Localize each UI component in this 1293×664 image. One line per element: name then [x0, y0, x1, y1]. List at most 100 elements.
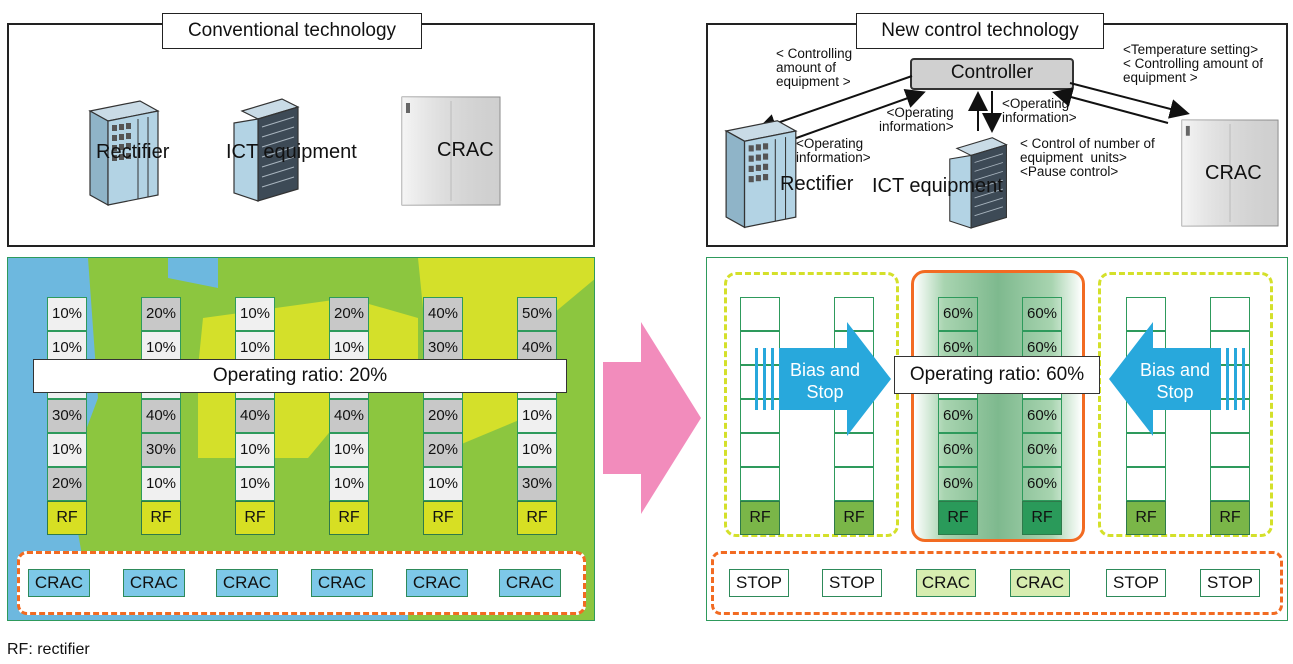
new-control-crac-row: [711, 551, 1283, 615]
rack-cell: 10%: [423, 467, 463, 501]
rack-cell: 10%: [47, 433, 87, 467]
rectifier-label: Rectifier: [96, 141, 170, 163]
rack-cell: 40%: [141, 399, 181, 433]
rack-cell: 40%: [329, 399, 369, 433]
crac-unit: CRAC: [1010, 569, 1070, 597]
controller-label: Controller: [950, 62, 1034, 83]
crac-unit: CRAC: [311, 569, 373, 597]
rack-cell: 40%: [423, 297, 463, 331]
bias-arrow-right-icon: [1109, 322, 1245, 436]
crac-stopped: STOP: [1106, 569, 1166, 597]
rack-cell: [1210, 297, 1250, 331]
active-zone-highlight: [911, 270, 1085, 542]
conventional-title: Conventional technology: [162, 13, 422, 49]
conventional-crac-row: [17, 551, 586, 615]
rack-cell: [1126, 297, 1166, 331]
crac-label: CRAC: [437, 139, 494, 161]
rack-cell: [834, 467, 874, 501]
ict-equipment-icon-right: [949, 137, 1008, 229]
rack-cell: 20%: [47, 467, 87, 501]
conventional-operating-ratio: Operating ratio: 20%: [33, 359, 567, 393]
crac-stopped: STOP: [1200, 569, 1260, 597]
annotation-operating-info-mid-left: <Operating information>: [879, 105, 954, 134]
crac-unit: CRAC: [499, 569, 561, 597]
crac-unit: CRAC: [123, 569, 185, 597]
rack-cell: 60%: [938, 467, 978, 501]
rack-cell: 50%: [517, 297, 557, 331]
rack-cell: 30%: [517, 467, 557, 501]
rack-cell: [1210, 467, 1250, 501]
rectifier-cell: RF: [834, 501, 874, 535]
rectifier-cell: RF: [517, 501, 557, 535]
annotation-controlling-amount-left: < Controlling amount of equipment >: [776, 46, 853, 89]
rack-cell: [1126, 433, 1166, 467]
new-control-operating-ratio: Operating ratio: 60%: [894, 356, 1100, 394]
rectifier-cell: RF: [938, 501, 978, 535]
rectifier-cell: RF: [47, 501, 87, 535]
rack-cell: 60%: [1022, 467, 1062, 501]
bias-left-label: Bias and Stop: [789, 360, 861, 402]
rack-cell: 60%: [1022, 297, 1062, 331]
crac-unit: CRAC: [916, 569, 976, 597]
crac-unit: CRAC: [28, 569, 90, 597]
rectifier-cell: RF: [740, 501, 780, 535]
rack-cell: 60%: [938, 297, 978, 331]
footnote: RF: rectifier: [7, 641, 90, 658]
ict-equipment-label: ICT equipment: [226, 141, 357, 163]
rectifier-icon: [88, 100, 160, 207]
rack-cell: 20%: [423, 399, 463, 433]
crac-label-right: CRAC: [1205, 162, 1262, 184]
rack-cell: [740, 433, 780, 467]
rack-cell: 60%: [938, 399, 978, 433]
annotation-operating-info-rectifier: <Operating information>: [796, 136, 871, 165]
control-arrows: [756, 75, 1190, 142]
rack-cell: 30%: [47, 399, 87, 433]
rack-cell: 10%: [235, 467, 275, 501]
rack-cell: [834, 433, 874, 467]
crac-stopped: STOP: [729, 569, 789, 597]
right-group-dashed: [1098, 272, 1273, 537]
annotation-temperature-setting: <Temperature setting> < Controlling amou…: [1123, 42, 1263, 85]
rectifier-icon-right: [724, 120, 798, 229]
rack-cell: 10%: [329, 467, 369, 501]
rack-cell: 10%: [329, 433, 369, 467]
rack-cell: 20%: [329, 297, 369, 331]
rectifier-cell: RF: [235, 501, 275, 535]
controller-box: Controller: [910, 58, 1074, 90]
annotation-control-units: < Control of number of equipment units> …: [1020, 136, 1155, 179]
crac-icon-right: [1181, 119, 1279, 227]
rack-cell: 10%: [141, 467, 181, 501]
rectifier-cell: RF: [1022, 501, 1062, 535]
transition-arrow-icon: [603, 322, 701, 514]
left-group-dashed: [724, 272, 899, 537]
rack-cell: 20%: [423, 433, 463, 467]
rack-cell: 20%: [141, 297, 181, 331]
rack-cell: 30%: [141, 433, 181, 467]
rack-cell: 60%: [1022, 433, 1062, 467]
rack-cell: 60%: [938, 433, 978, 467]
rack-cell: 10%: [235, 297, 275, 331]
rack-cell: [1126, 467, 1166, 501]
bias-right-label: Bias and Stop: [1139, 360, 1211, 402]
crac-stopped: STOP: [822, 569, 882, 597]
crac-icon: [401, 96, 501, 206]
rack-cell: 40%: [235, 399, 275, 433]
new-control-title: New control technology: [856, 13, 1104, 49]
rack-cell: [740, 297, 780, 331]
rectifier-cell: RF: [423, 501, 463, 535]
rack-cell: [834, 297, 874, 331]
rack-cell: [740, 467, 780, 501]
rectifier-cell: RF: [141, 501, 181, 535]
rack-cell: [1210, 433, 1250, 467]
rack-cell: 10%: [47, 297, 87, 331]
ict-equipment-label-right: ICT equipment: [872, 175, 1003, 197]
crac-unit: CRAC: [216, 569, 278, 597]
rectifier-label-right: Rectifier: [780, 173, 854, 195]
rectifier-cell: RF: [1210, 501, 1250, 535]
rack-cell: 10%: [517, 433, 557, 467]
crac-unit: CRAC: [406, 569, 468, 597]
bias-arrow-left-icon: [755, 322, 891, 436]
rectifier-cell: RF: [1126, 501, 1166, 535]
rectifier-cell: RF: [329, 501, 369, 535]
ict-equipment-icon: [233, 98, 300, 202]
